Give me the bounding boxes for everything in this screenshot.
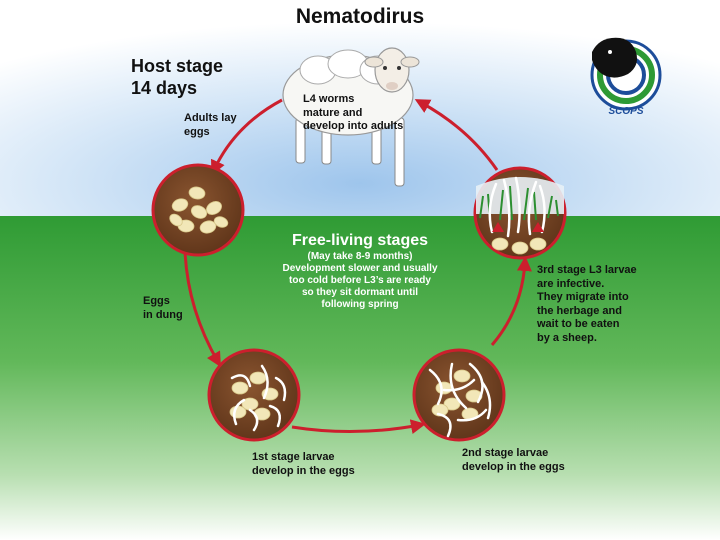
scops-logo-text: SCOPS — [608, 106, 644, 117]
adults-lay-eggs-label: Adults lay eggs — [184, 112, 237, 138]
first-stage-label: 1st stage larvae develop in the eggs — [252, 451, 355, 477]
host-stage-line1: Host stage — [131, 56, 224, 76]
free-living-block: Free-living stages (May take 8-9 months)… — [240, 232, 480, 311]
arrow-first-to-second — [291, 419, 426, 435]
grass-background — [0, 216, 720, 540]
sheep-icon — [282, 47, 420, 187]
third-stage-circle — [473, 166, 567, 260]
first-stage-circle — [207, 348, 301, 442]
third-stage-label: 3rd stage L3 larvae are infective. They … — [537, 264, 637, 344]
arrow-second-to-third — [490, 256, 532, 346]
eggs-in-dung-label: Eggs in dung — [143, 295, 183, 321]
arrow-sheep-to-adults — [211, 98, 283, 176]
eggs-adults-circle — [151, 163, 245, 257]
page-title: Nematodirus — [295, 5, 425, 28]
free-living-description: (May take 8-9 months) Development slower… — [282, 251, 438, 310]
free-living-heading: Free-living stages — [291, 232, 429, 249]
cycle-arrows — [183, 98, 532, 435]
scops-logo-icon — [590, 37, 662, 111]
second-stage-label: 2nd stage larvae develop in the eggs — [462, 447, 565, 473]
second-stage-circle — [412, 348, 506, 442]
arrow-third-to-sheep — [414, 99, 499, 171]
sheep-stage-label: L4 worms mature and develop into adults — [303, 93, 404, 132]
arrow-adults-to-eggs — [183, 251, 221, 368]
host-stage-heading: Host stage 14 days — [131, 55, 223, 99]
host-stage-line2: 14 days — [131, 78, 198, 98]
